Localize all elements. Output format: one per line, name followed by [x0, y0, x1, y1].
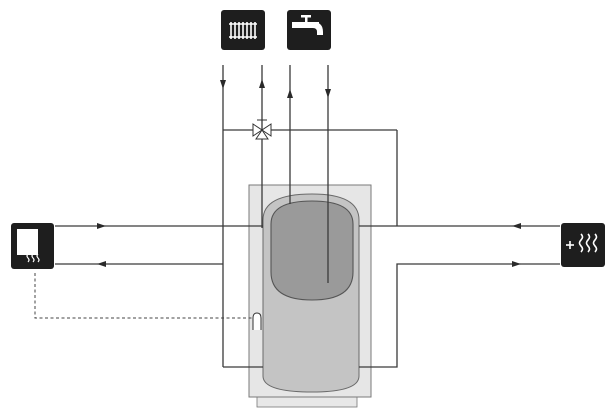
- flow-arrow-icon: [97, 223, 106, 229]
- temperature-sensor-icon: [252, 312, 262, 330]
- tank-base: [256, 396, 358, 408]
- aux-out-arrow-icon: [512, 261, 521, 267]
- hot-water-arrow-icon: [287, 89, 293, 98]
- heat-pump-icon: [11, 223, 54, 269]
- aux-heater-return-line: [359, 263, 560, 368]
- return-arrow-icon: [97, 261, 106, 267]
- heating-circuit-pipes: [220, 65, 397, 368]
- heat-pump-pipes: [34, 223, 263, 319]
- inner-hot-water-tank: [270, 200, 354, 301]
- aux-heater-pipes: [359, 130, 560, 368]
- sensor-cable: [34, 273, 253, 319]
- hot-water-pipes: [287, 65, 331, 283]
- storage-tank: [248, 184, 372, 408]
- aux-in-arrow-icon: [512, 223, 521, 229]
- radiator-icon: [221, 10, 265, 50]
- mixing-valve-icon: [252, 119, 272, 140]
- hot-water-tap-icon: [287, 10, 331, 50]
- auxiliary-heater-icon: [561, 223, 605, 267]
- up-arrow-icon: [259, 79, 265, 88]
- cold-water-arrow-icon: [325, 89, 331, 98]
- down-arrow-icon: [220, 80, 226, 89]
